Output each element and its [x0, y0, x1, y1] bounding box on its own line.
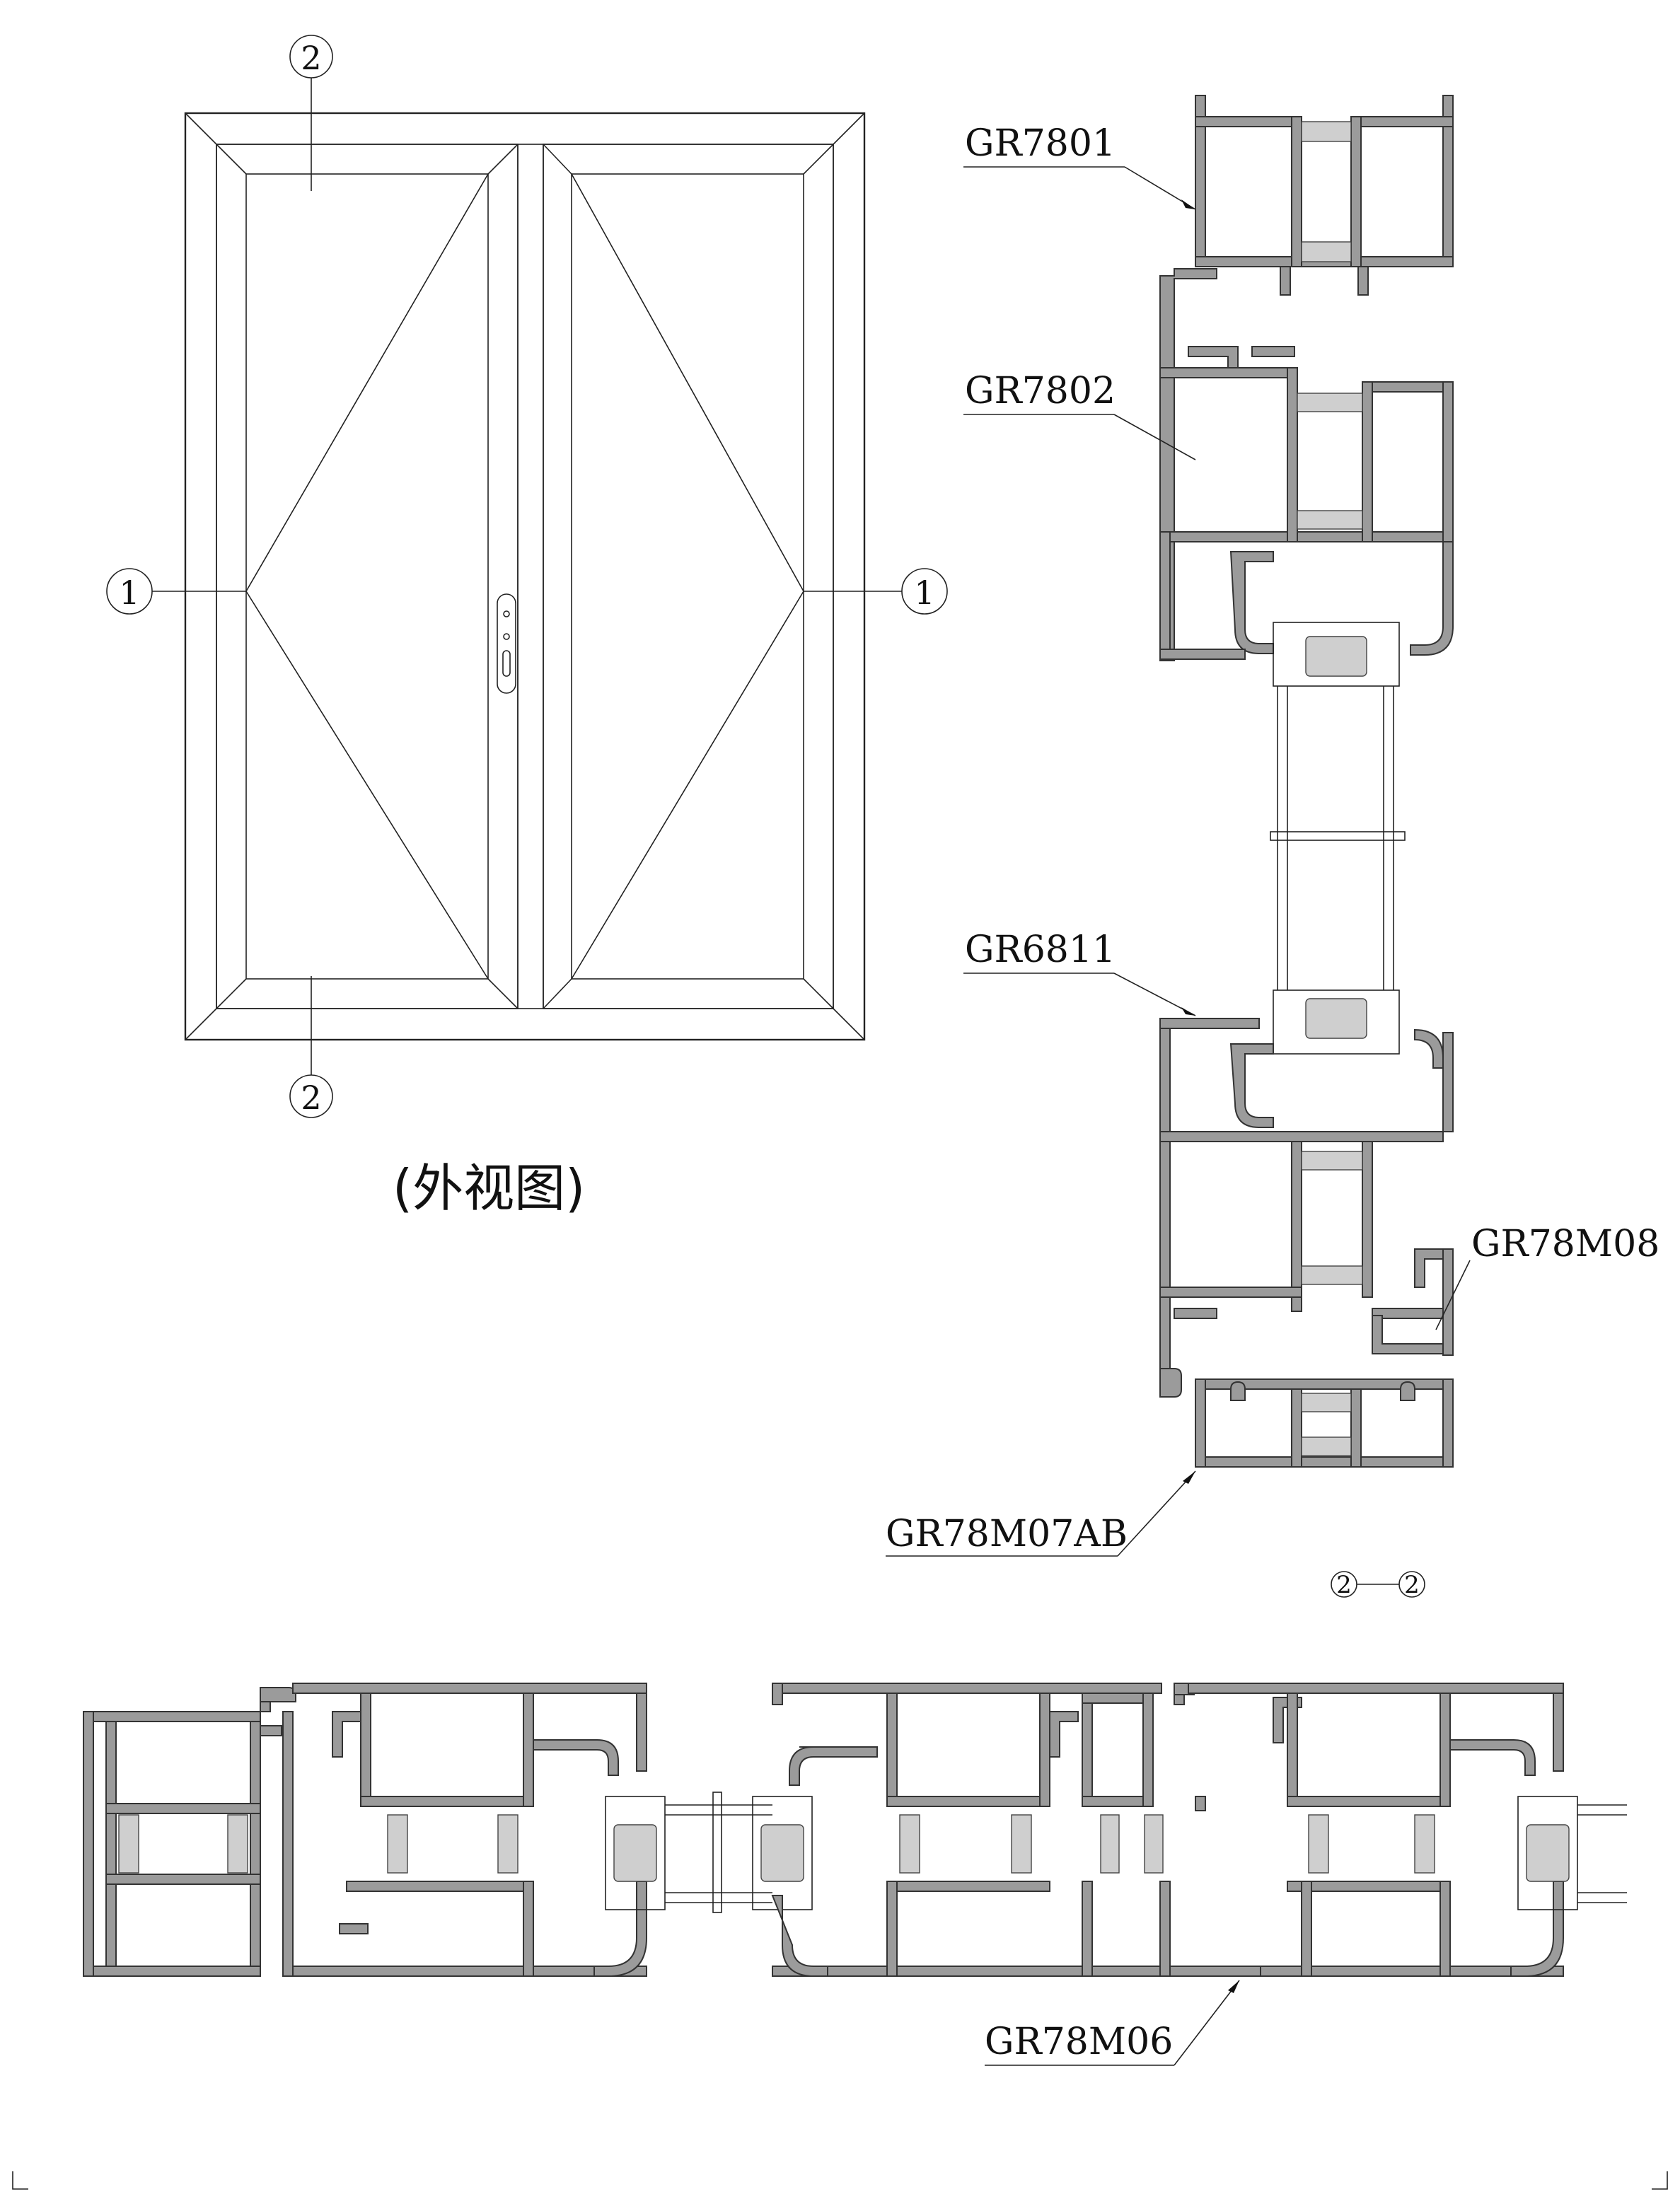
profile-gr7801: [1195, 95, 1454, 296]
horizontal-right-glazing: [1517, 1796, 1627, 1910]
svg-text:1: 1: [914, 574, 934, 612]
horizontal-left-sash: [282, 1683, 647, 1977]
svg-text:1: 1: [119, 574, 139, 612]
section-marker-top: 2: [289, 35, 333, 79]
section-marker-right: 1: [901, 568, 948, 615]
crop-marks: [12, 2171, 1668, 2190]
label-gr6811: GR6811: [965, 929, 1116, 971]
horizontal-middle-sash: [771, 1683, 1261, 1977]
horizontal-right-sash: [1188, 1683, 1564, 1977]
vertical-section: [1159, 95, 1454, 1468]
svg-text:2: 2: [301, 39, 321, 77]
horizontal-left-frame: [83, 1687, 296, 1977]
horizontal-section: [83, 1683, 1627, 1977]
door-handle: [497, 593, 516, 694]
leader-gr78m06: [985, 1980, 1240, 2066]
label-gr78m07ab: GR78M07AB: [886, 1513, 1128, 1555]
left-leaf: [216, 144, 519, 1009]
profile-lower-sash: [1159, 1141, 1451, 1319]
glazing-unit: [1270, 622, 1406, 1055]
horizontal-left-glazing: [605, 1792, 813, 1913]
svg-text:2: 2: [301, 1079, 321, 1117]
view-caption: (外视图): [393, 1159, 585, 1218]
profile-gr7802: [1159, 268, 1454, 661]
door-elevation: [152, 78, 902, 1075]
profile-gr78m08: [1372, 1248, 1454, 1356]
label-gr7802: GR7802: [965, 370, 1116, 412]
svg-text:2: 2: [1404, 1571, 1420, 1599]
section-marker-bottom: 2: [289, 1074, 333, 1118]
right-leaf: [543, 144, 834, 1009]
vertical-leaders: [886, 166, 1471, 1557]
profile-gr6811: [1159, 1018, 1454, 1369]
section-marker-2-2: 2 2: [1331, 1571, 1425, 1599]
section-marker-left: 1: [106, 568, 153, 615]
svg-text:2: 2: [1336, 1571, 1352, 1599]
label-gr78m06: GR78M06: [985, 2021, 1173, 2063]
label-gr78m08: GR78M08: [1471, 1223, 1659, 1265]
profile-gr78m07ab: [1159, 1368, 1454, 1468]
label-gr7801: GR7801: [965, 122, 1116, 165]
